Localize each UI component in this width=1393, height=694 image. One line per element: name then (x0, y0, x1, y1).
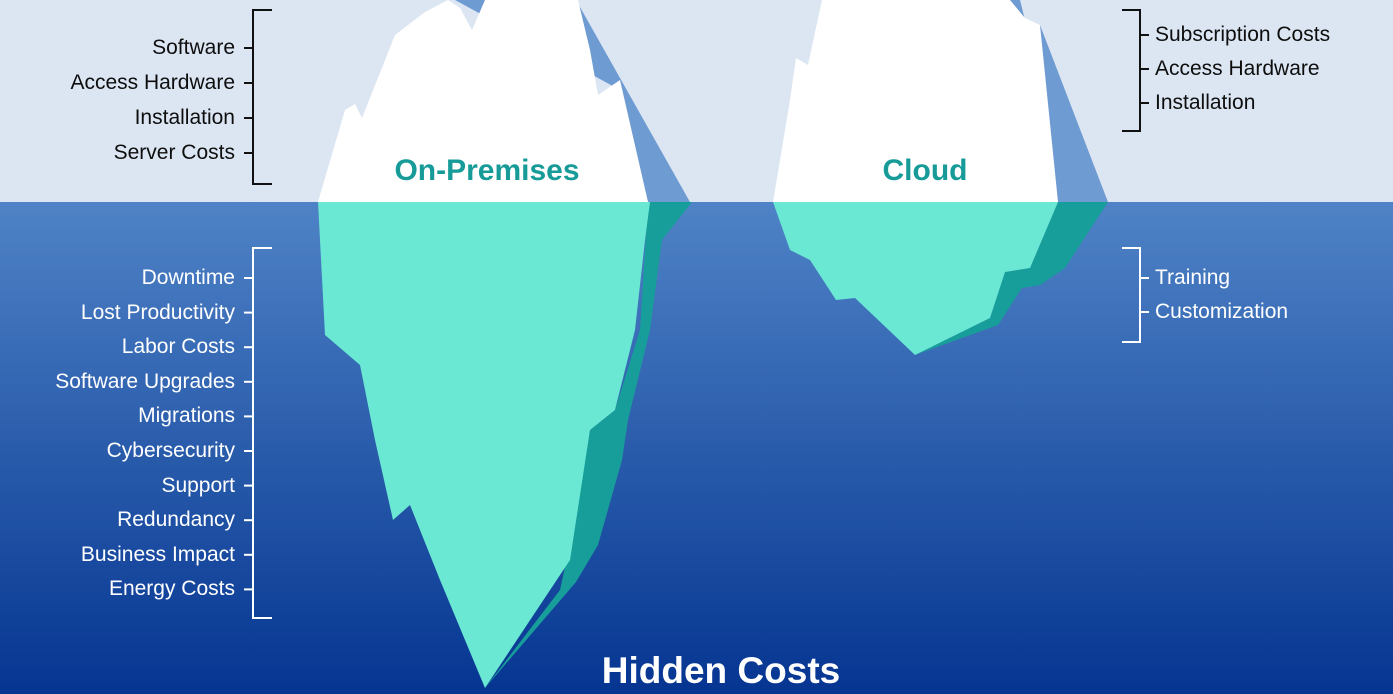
on-premises-hidden-cost: Redundancy (117, 508, 235, 532)
on-premises-iceberg-tip (318, 0, 690, 202)
cloud-title: Cloud (882, 154, 968, 187)
on-premises-hidden-cost: Cybersecurity (106, 439, 235, 462)
bracket-cloud-visible (1122, 9, 1141, 132)
on-premises-hidden-cost: Lost Productivity (80, 300, 235, 324)
on-premises-visible-cost: Access Hardware (70, 71, 235, 94)
on-premises-title: On-Premises (394, 154, 580, 187)
water-background (0, 202, 1393, 694)
bracket-cloud-hidden (1122, 247, 1141, 343)
on-premises-iceberg-underwater (318, 202, 692, 688)
on-premises-hidden-cost: Support (161, 473, 235, 497)
cloud-hidden-cost: Customization (1155, 300, 1289, 323)
on-premises-hidden-cost: Energy Costs (108, 577, 235, 601)
bracket-on-premises-hidden (252, 247, 272, 619)
cloud-hidden-cost: Training (1155, 266, 1231, 289)
cloud-visible-cost: Subscription Costs (1155, 23, 1331, 46)
cloud-visible-cost: Installation (1155, 91, 1256, 114)
cloud-visible-cost: Access Hardware (1155, 57, 1320, 80)
on-premises-visible-cost: Server Costs (113, 141, 235, 164)
on-premises-hidden-cost: Labor Costs (121, 335, 235, 359)
hidden-costs-title: Hidden Costs (601, 650, 841, 691)
on-premises-visible-cost: Installation (134, 106, 235, 129)
sky-background (0, 0, 1393, 202)
cloud-iceberg-underwater (773, 202, 1108, 355)
on-premises-hidden-cost: Downtime (141, 266, 235, 289)
on-premises-hidden-cost: Migrations (138, 404, 235, 428)
on-premises-visible-cost: Software (152, 36, 235, 59)
bracket-on-premises-visible (252, 9, 272, 185)
on-premises-hidden-cost: Software Upgrades (55, 369, 235, 393)
cloud-iceberg-tip (773, 0, 1108, 202)
on-premises-hidden-cost: Business Impact (80, 542, 235, 566)
